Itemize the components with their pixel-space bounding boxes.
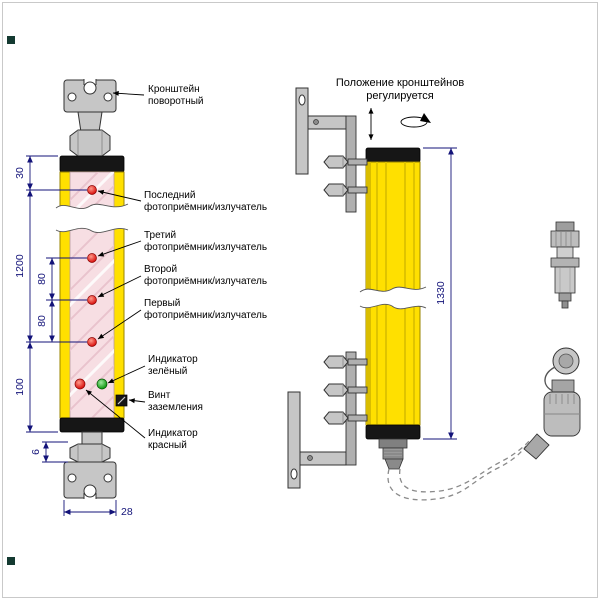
artifact-mark-top — [7, 36, 15, 44]
callout-ground-line2: заземления — [148, 402, 203, 413]
bracket-plate — [287, 391, 301, 489]
callout-ground-line1: Винт — [148, 390, 171, 401]
device-body-side — [359, 147, 427, 440]
bolt-icon — [323, 383, 368, 397]
adjust-note-line2: регулируется — [366, 90, 434, 102]
end-cap-top — [59, 155, 125, 173]
end-cap-bottom — [59, 417, 125, 433]
end-cap-bottom — [365, 424, 421, 440]
callout-last-line1: Последний — [144, 190, 195, 201]
callout-second-line1: Второй — [144, 264, 177, 275]
dim-body-width: 28 — [121, 506, 133, 518]
leader-first — [97, 309, 142, 340]
indicator-led-green — [96, 378, 108, 390]
dim-beam-pitch-2: 80 — [36, 315, 48, 327]
callout-green-line1: Индикатор — [148, 354, 198, 365]
callout-bracket-line2: поворотный — [148, 96, 204, 107]
dim-nut-height: 6 — [30, 449, 42, 455]
clamp-bolts — [323, 155, 368, 425]
swivel-bracket-bottom — [63, 431, 117, 499]
break-band-front — [55, 203, 129, 233]
rotation-arrow-icon — [400, 113, 431, 128]
callout-first-line1: Первый — [144, 298, 180, 309]
bolt-icon — [323, 183, 368, 197]
bracket-flange — [345, 351, 357, 466]
bracket-hole-right — [103, 92, 113, 102]
mount-bracket-top — [295, 87, 357, 213]
adjust-note-line1: Положение кронштейнов — [336, 77, 465, 89]
callout-third-line2: фотоприёмник/излучатель — [144, 241, 267, 253]
dim-top-offset: 30 — [14, 167, 26, 179]
leader-bracket — [112, 90, 145, 96]
beam-led-third — [87, 253, 97, 263]
bracket-neck — [77, 111, 103, 133]
end-cap-top — [365, 147, 421, 163]
leader-indicator-green — [107, 365, 146, 384]
bracket-hex-collar — [69, 129, 111, 157]
beam-led-second — [87, 295, 97, 305]
dim-bottom-offset: 100 — [14, 378, 26, 396]
leader-third — [97, 240, 142, 257]
bolt-icon — [323, 411, 368, 425]
bracket-slot-hole — [298, 94, 306, 106]
bracket-hole-right — [103, 473, 113, 483]
leader-second — [97, 275, 142, 298]
cable-dashed — [387, 439, 531, 501]
leader-last — [97, 189, 142, 202]
bracket-plate — [295, 87, 309, 175]
dim-overall-height: 1330 — [435, 281, 447, 305]
callout-last-line2: фотоприёмник/излучатель — [144, 201, 267, 213]
front-callout-leaders — [85, 90, 146, 439]
bolt-icon — [323, 155, 368, 169]
cap-lanyard — [544, 366, 556, 392]
bracket-hex-nut — [69, 443, 111, 463]
indicator-led-red — [74, 378, 86, 390]
break-band-side — [359, 286, 427, 310]
swivel-bracket-top — [63, 79, 117, 157]
beam-led-first — [87, 337, 97, 347]
bracket-hole-left — [67, 473, 77, 483]
bracket-hole-left — [67, 92, 77, 102]
dim-beam-span: 1200 — [14, 254, 26, 278]
device-body-front — [55, 155, 129, 433]
bracket-arm — [299, 451, 347, 466]
callout-second-line2: фотоприёмник/излучатель — [144, 275, 267, 287]
artifact-mark-bottom — [7, 557, 15, 565]
callout-red-line2: красный — [148, 440, 187, 451]
front-callout-labels: Кронштейн поворотный Последний фотоприём… — [144, 84, 267, 451]
dim-beam-pitch-1: 80 — [36, 273, 48, 285]
callout-red-line1: Индикатор — [148, 428, 198, 439]
mount-bracket-bottom — [287, 351, 357, 489]
cable-gland — [378, 438, 408, 470]
leader-indicator-red — [85, 389, 146, 439]
callout-green-line2: зелёный — [148, 366, 187, 377]
bracket-slot-hole — [290, 468, 298, 480]
side-dimension: 1330 — [423, 147, 457, 440]
connector-angled — [523, 347, 581, 460]
callout-third-line1: Третий — [144, 230, 176, 241]
connector-nozzle — [523, 433, 550, 460]
bracket-stud — [81, 431, 103, 445]
beam-led-last — [87, 185, 97, 195]
front-view: 30 1200 80 80 100 6 28 Кронштейн поворот… — [14, 79, 267, 518]
front-dimensions: 30 1200 80 80 100 6 28 — [14, 155, 133, 518]
bolt-icon — [323, 355, 368, 369]
page-border — [2, 2, 598, 598]
callout-bracket-line1: Кронштейн — [148, 84, 200, 95]
connector-straight — [550, 221, 580, 309]
leader-ground-screw — [128, 398, 146, 404]
side-view: Положение кронштейнов регулируется — [287, 77, 581, 501]
callout-first-line2: фотоприёмник/излучатель — [144, 309, 267, 321]
